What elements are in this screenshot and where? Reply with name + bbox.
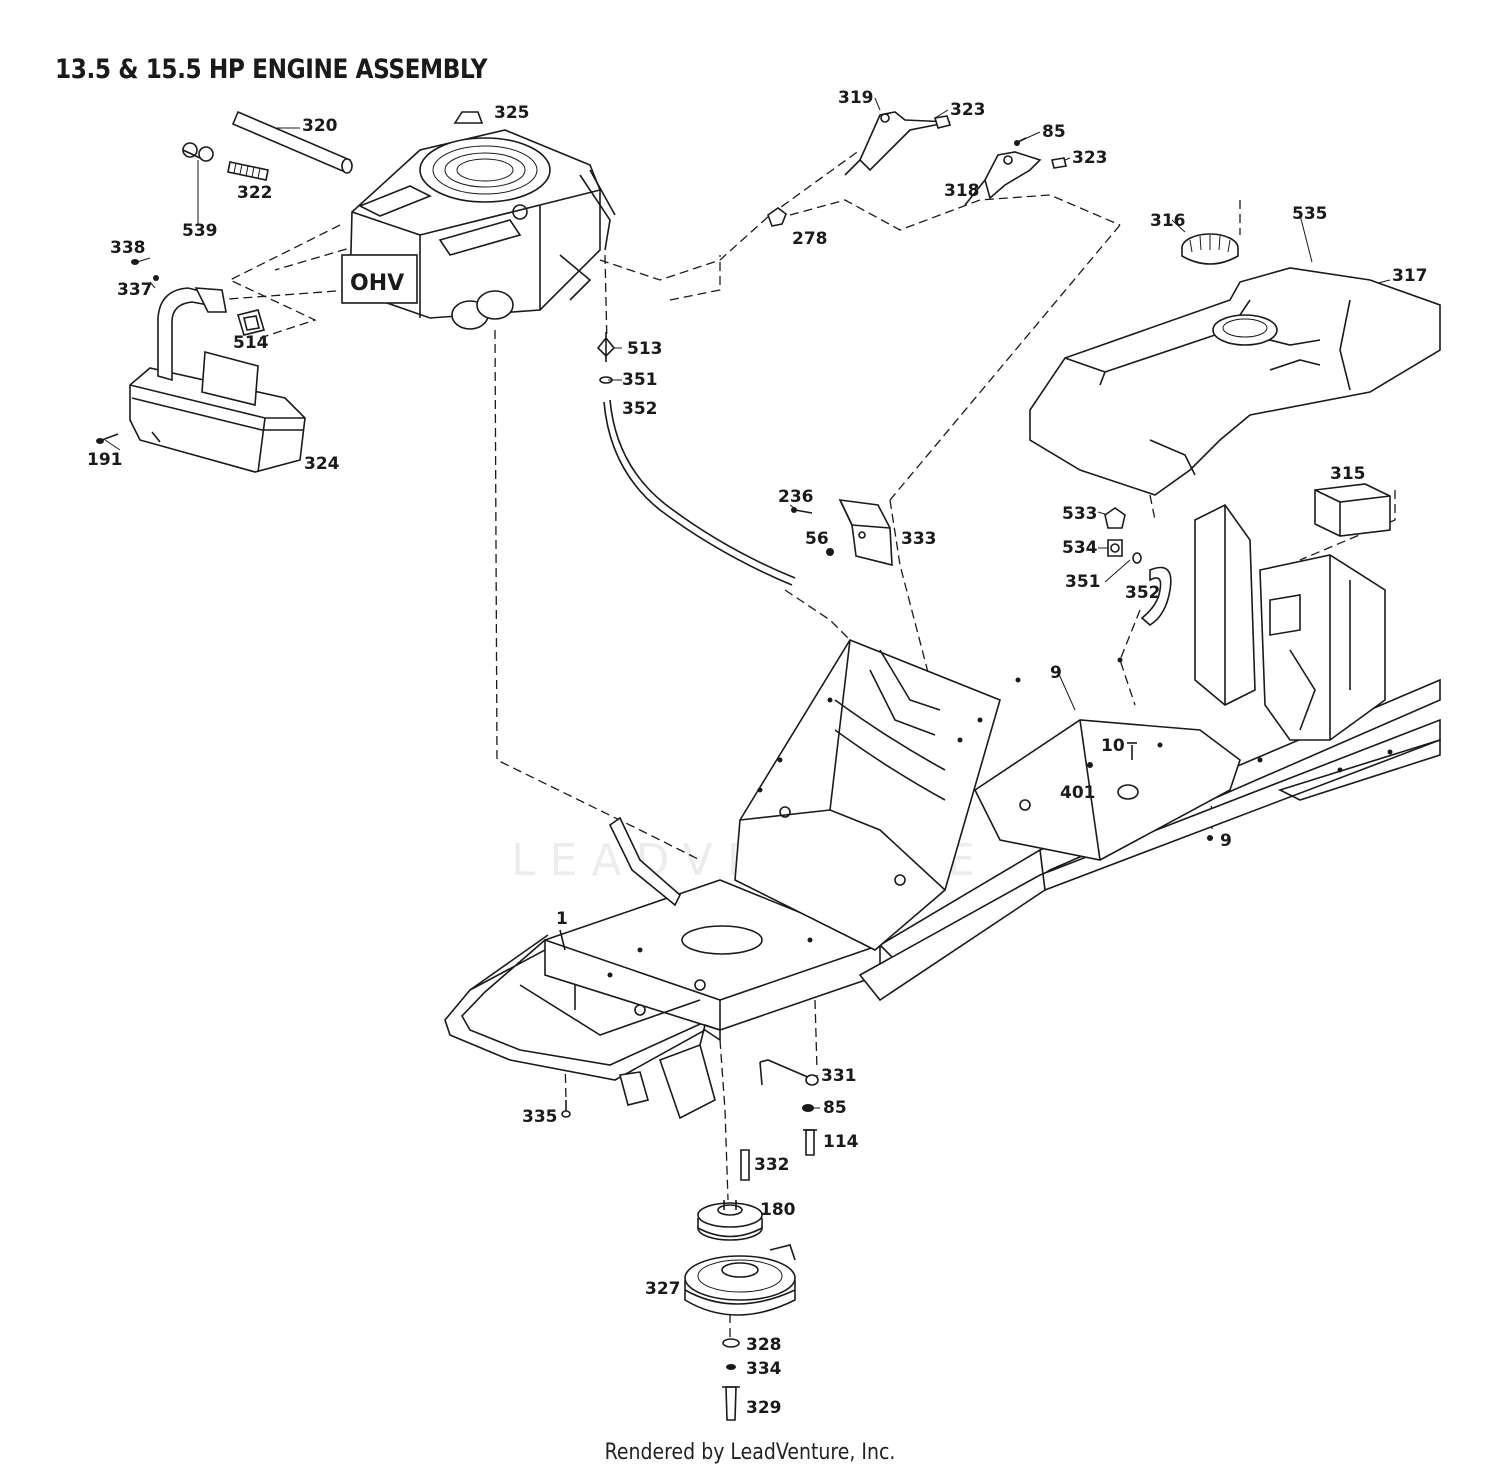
callout-535: 535 [1292,204,1328,224]
callout-323: 323 [950,100,986,120]
block-315 [1314,483,1391,537]
lever-318 [964,151,1042,206]
bolt-329 [722,1386,740,1421]
fastener-9b [1207,835,1213,841]
callout-329: 329 [746,1398,782,1418]
callout-323: 323 [1072,148,1108,168]
callout-85: 85 [1042,122,1066,142]
callout-322: 322 [237,183,273,203]
page-title: 13.5 & 15.5 HP ENGINE ASSEMBLY [55,54,488,85]
callout-352: 352 [622,399,658,419]
bolt-114 [803,1129,817,1156]
tube-320 [231,110,353,174]
nut-323a [933,115,952,129]
fitting-533 [1104,507,1126,529]
callout-191: 191 [87,450,123,470]
chassis-frame [444,503,1441,1120]
screw-85a [1014,137,1027,146]
callout-236: 236 [778,487,814,507]
fuel-filter-513 [596,332,616,362]
callout-9: 9 [1220,831,1232,851]
callout-534: 534 [1062,538,1098,558]
callout-labels: 320 325 319 323 85 323 318 539 322 278 3… [87,88,1428,1418]
callout-319: 319 [838,88,874,108]
engine-decal-text: OHV [350,271,404,296]
callout-325: 325 [494,103,530,123]
callout-352: 352 [1125,583,1161,603]
washer-328 [722,1338,740,1348]
muffler-324 [129,350,306,473]
lever-319 [844,111,951,176]
callout-85: 85 [823,1098,847,1118]
callout-317: 317 [1392,266,1428,286]
callout-324: 324 [304,454,340,474]
washer-334 [726,1364,736,1370]
clip-278 [767,207,787,227]
nut-56 [826,548,834,556]
fitting-534 [1107,539,1123,557]
callout-333: 333 [901,529,937,549]
callout-278: 278 [792,229,828,249]
callout-328: 328 [746,1335,782,1355]
bolt-337-small [153,275,159,281]
nut-323b [1051,157,1067,169]
callout-56: 56 [805,529,829,549]
spring-322 [227,161,269,181]
washer-85b [802,1104,814,1112]
callout-114: 114 [823,1132,859,1152]
callout-315: 315 [1330,464,1366,484]
engine-325: OHV [341,111,616,330]
callout-332: 332 [754,1155,790,1175]
exhaust-pipe-337 [157,287,227,382]
engine-decal: OHV [350,271,404,296]
fuel-tank-317 [1029,267,1441,496]
callout-351: 351 [1065,572,1101,592]
callout-351: 351 [622,370,658,390]
callout-9: 9 [1050,663,1062,683]
footer-credit: Rendered by LeadVenture, Inc. [604,1440,896,1465]
screw-10 [1127,742,1137,760]
fastener-9a [1087,762,1093,768]
clip-401 [1117,784,1139,800]
rod-331 [759,1059,819,1086]
callout-533: 533 [1062,504,1098,524]
callout-331: 331 [821,1066,857,1086]
clamp-539 [182,142,214,162]
callout-401: 401 [1060,783,1096,803]
callout-513: 513 [627,339,663,359]
clamp-351a [599,376,613,384]
callout-327: 327 [645,1279,681,1299]
callout-337: 337 [117,280,153,300]
bracket-333 [838,499,893,567]
callout-180: 180 [760,1200,796,1220]
pulley-180 [697,1200,763,1241]
callout-335: 335 [522,1107,558,1127]
fuel-line-352b [1140,566,1172,626]
callout-10: 10 [1101,736,1125,756]
callout-334: 334 [746,1359,782,1379]
callout-338: 338 [110,238,146,258]
screw-236 [791,507,813,514]
fuel-cap-316 [1181,233,1239,265]
callout-318: 318 [944,181,980,201]
callout-316: 316 [1150,211,1186,231]
callout-1: 1 [556,909,568,929]
bolt-335 [561,1100,571,1118]
bolt-191 [96,433,119,444]
key-332 [740,1149,750,1181]
fuel-line-352a [603,399,796,586]
bolt-338 [131,259,139,265]
clutch-327 [684,1244,796,1316]
callout-320: 320 [302,116,338,136]
gasket-514 [236,309,266,336]
clamp-351b [1132,552,1142,564]
callout-539: 539 [182,221,218,241]
callout-514: 514 [233,333,269,353]
